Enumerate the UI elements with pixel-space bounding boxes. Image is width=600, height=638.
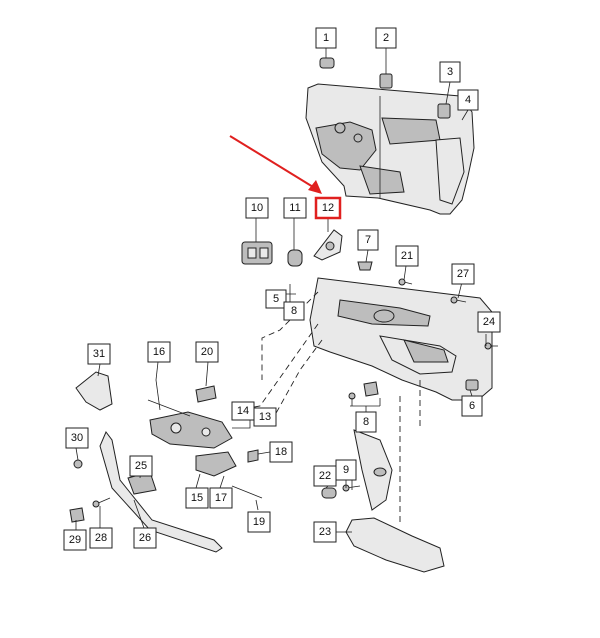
- clip-29: [69, 507, 85, 523]
- svg-text:29: 29: [69, 534, 81, 546]
- callout-1: 1: [315, 27, 337, 49]
- callout-16: 16: [147, 341, 171, 363]
- callout-28: 28: [89, 527, 113, 549]
- svg-text:2: 2: [383, 32, 389, 44]
- svg-text:25: 25: [135, 460, 147, 472]
- svg-text:6: 6: [469, 400, 475, 412]
- clip-part-2: [379, 73, 393, 89]
- callout-5: 5: [265, 289, 287, 309]
- svg-text:3: 3: [447, 66, 453, 78]
- svg-text:8: 8: [291, 305, 297, 317]
- handle-bracket: [353, 429, 393, 511]
- door-trim-panel: [309, 277, 493, 401]
- screw-9: [342, 484, 361, 492]
- callout-12: 12: [314, 196, 342, 220]
- callout-21: 21: [395, 245, 419, 267]
- svg-text:1: 1: [323, 32, 329, 44]
- callout-19: 19: [247, 511, 271, 533]
- callout-25: 25: [129, 455, 153, 477]
- callout-27: 27: [451, 263, 475, 285]
- screw-24: [484, 342, 498, 350]
- cover-12: [313, 229, 343, 261]
- callout-9: 9: [335, 459, 357, 481]
- svg-text:31: 31: [93, 348, 105, 360]
- callout-30: 30: [65, 427, 89, 449]
- svg-text:16: 16: [153, 346, 165, 358]
- callout-22: 22: [313, 465, 337, 487]
- callout-17: 17: [209, 487, 233, 509]
- callout-18: 18: [269, 441, 293, 463]
- svg-text:5: 5: [273, 293, 279, 305]
- callout-24: 24: [477, 311, 501, 333]
- callout-7: 7: [357, 229, 379, 251]
- svg-text:17: 17: [215, 492, 227, 504]
- screw-30: [73, 459, 83, 469]
- callout-26: 26: [133, 527, 157, 549]
- svg-text:21: 21: [401, 250, 413, 262]
- screw-27: [450, 296, 467, 304]
- svg-text:4: 4: [465, 94, 471, 106]
- screw-21: [398, 278, 413, 286]
- callout-6: 6: [461, 395, 483, 417]
- screw-28: [92, 497, 111, 508]
- svg-text:24: 24: [483, 316, 495, 328]
- callout-15: 15: [185, 487, 209, 509]
- svg-text:18: 18: [275, 446, 287, 458]
- svg-text:11: 11: [289, 202, 300, 214]
- callout-11: 11: [283, 197, 307, 219]
- svg-text:8: 8: [363, 416, 369, 428]
- callout-23: 23: [313, 521, 337, 543]
- callout-8-lower: 8: [355, 411, 377, 433]
- clip-part-3: [437, 103, 451, 119]
- svg-text:9: 9: [343, 464, 349, 476]
- svg-text:23: 23: [319, 526, 331, 538]
- svg-text:10: 10: [251, 202, 263, 214]
- clip-part-1: [319, 57, 335, 69]
- callout-3: 3: [439, 61, 461, 83]
- lock-mechanism: [147, 379, 263, 499]
- bulb-holder-11: [287, 249, 303, 267]
- door-carrier-panel: [305, 83, 475, 215]
- svg-text:20: 20: [201, 346, 213, 358]
- callout-20: 20: [195, 341, 219, 363]
- callout-8-upper: 8: [283, 301, 305, 321]
- svg-text:28: 28: [95, 532, 107, 544]
- window-channel: [99, 431, 223, 553]
- svg-text:22: 22: [319, 470, 331, 482]
- svg-text:12: 12: [322, 202, 334, 214]
- clip-8: [348, 381, 379, 400]
- svg-text:19: 19: [253, 516, 265, 528]
- svg-text:13: 13: [259, 411, 271, 423]
- svg-text:26: 26: [139, 532, 151, 544]
- armrest-23: [345, 517, 445, 573]
- callout-14: 14: [231, 401, 255, 421]
- svg-text:7: 7: [365, 234, 371, 246]
- callout-2: 2: [375, 27, 397, 49]
- svg-text:14: 14: [237, 405, 249, 417]
- callout-10: 10: [245, 197, 269, 219]
- callout-31: 31: [87, 343, 111, 365]
- switch-block-10: [241, 241, 273, 265]
- clip-7: [357, 261, 373, 271]
- callout-29: 29: [63, 529, 87, 551]
- svg-text:30: 30: [71, 432, 83, 444]
- clip-6: [465, 379, 479, 391]
- highlight-arrow: [229, 135, 322, 194]
- svg-text:27: 27: [457, 268, 469, 280]
- callout-4: 4: [457, 89, 479, 111]
- callout-13: 13: [253, 407, 277, 427]
- handle-cover-31: [75, 371, 113, 411]
- plug-22: [321, 487, 337, 499]
- svg-text:15: 15: [191, 492, 203, 504]
